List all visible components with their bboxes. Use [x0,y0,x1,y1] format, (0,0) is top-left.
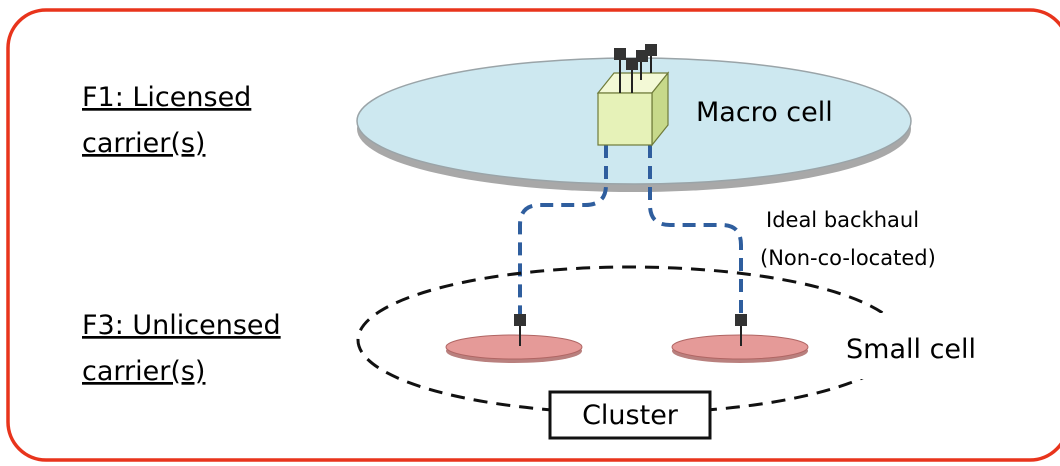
f3-carrier-label-line2: carrier(s) [82,356,205,387]
f1-carrier-label-line2: carrier(s) [82,128,205,159]
small-cell-antenna-icon-left [514,314,526,346]
backhaul-lines [518,145,743,318]
macro-base-station-icon [596,44,670,147]
backhaul-label-line1: Ideal backhaul [766,208,919,232]
f3-carrier-label-line1: F3: Unlicensed [82,310,281,341]
small-cell-label-box [825,313,1035,379]
cluster-box [548,390,712,440]
small-cell-disk-left [445,334,583,363]
backhaul-line-left [518,145,608,318]
cluster-label: Cluster [582,400,679,431]
f1-carrier-label-line1: F1: Licensed [82,82,251,113]
macro-cell-label: Macro cell [696,97,833,128]
small-cell-label: Small cell [846,334,976,365]
small-cell-antenna-icon-right [735,314,747,346]
backhaul-line-right [648,145,743,318]
backhaul-label-line2: (Non-co-located) [760,246,936,270]
small-cell-disk-right [671,334,809,363]
